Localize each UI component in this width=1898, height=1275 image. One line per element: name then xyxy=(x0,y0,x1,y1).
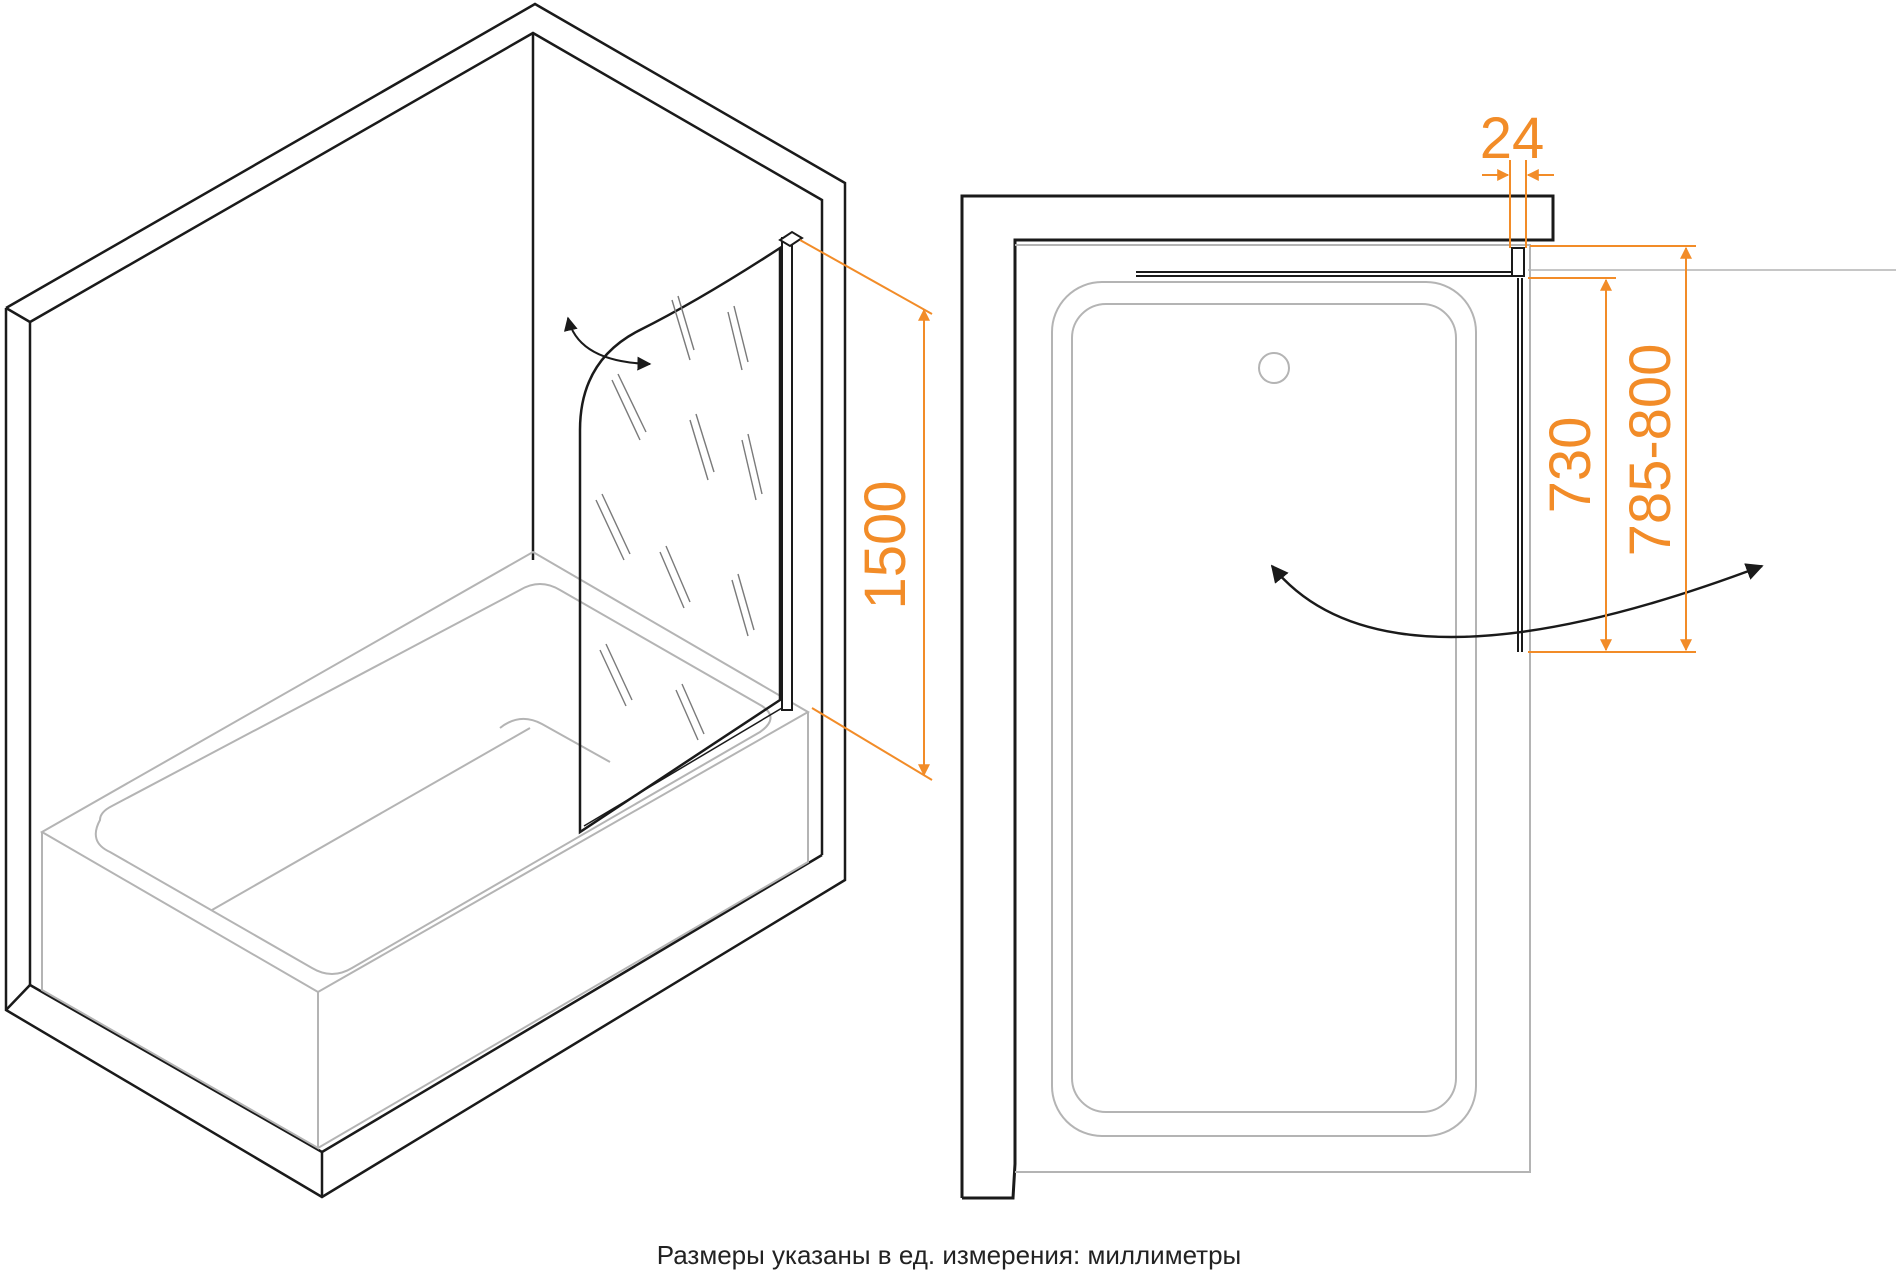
adjust-range-label: 785-800 xyxy=(1618,344,1683,557)
plan-bathtub xyxy=(1015,244,1531,1173)
glass-width-dimension xyxy=(1528,277,1616,653)
swing-arrow-iso xyxy=(563,316,652,371)
bathtub xyxy=(39,550,811,1150)
plan-glass xyxy=(1136,247,1525,652)
units-caption: Размеры указаны в ед. измерения: миллиме… xyxy=(656,1240,1242,1270)
plan-walls xyxy=(960,194,1555,1200)
wall-profile xyxy=(778,230,804,711)
glass-width-label: 730 xyxy=(1538,417,1603,514)
room-walls xyxy=(4,2,847,1199)
height-dimension xyxy=(799,239,933,781)
plan-view: 24 730 785-800 xyxy=(960,106,1896,1200)
glass-pattern xyxy=(595,295,763,741)
isometric-view: 1500 xyxy=(4,2,933,1199)
height-label: 1500 xyxy=(853,480,918,609)
profile-width-dimension xyxy=(1482,160,1554,248)
adjust-range-dimension xyxy=(1530,245,1696,653)
profile-width-label: 24 xyxy=(1480,106,1545,171)
swing-arrow-plan xyxy=(1270,563,1764,639)
technical-drawing: 1500 24 xyxy=(4,2,1896,1200)
